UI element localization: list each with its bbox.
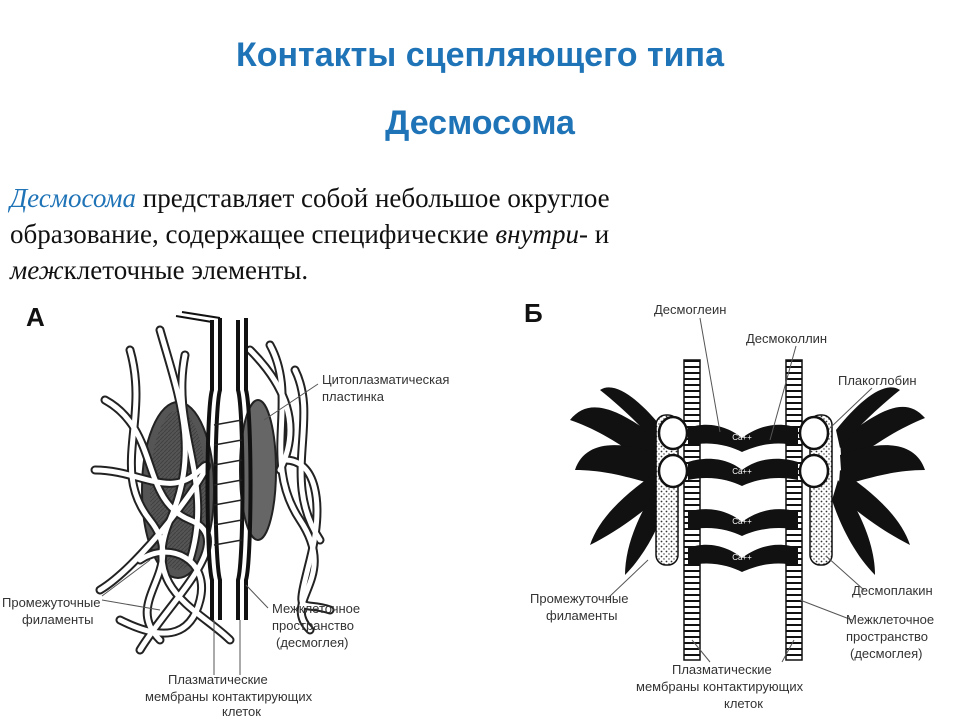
label-intercellular-space-b-3: (десмоглея): [850, 646, 922, 661]
label-intermediate-filaments-b-1: Промежуточные: [530, 591, 628, 606]
plaque-right: [239, 399, 277, 541]
label-intermediate-filaments-a-1: Промежуточные: [2, 595, 100, 610]
panel-letter-b: Б: [524, 298, 543, 328]
label-intercellular-space-a-1: Межклеточное: [272, 601, 360, 616]
label-plasma-membranes-a-3: клеток: [222, 704, 261, 719]
intermediate-filaments-a: [90, 325, 335, 655]
label-plasma-membranes-b-2: мембраны контактирующих: [636, 679, 804, 694]
desmoplakin-right: [809, 414, 833, 566]
calcium-label-4: Ca++: [732, 553, 752, 562]
label-intercellular-space-b-2: пространство: [846, 629, 928, 644]
calcium-label-3: Ca++: [732, 517, 752, 526]
inter-keyword: меж: [10, 255, 64, 285]
desmosome-keyword: Десмосома: [10, 183, 137, 213]
label-desmoplakin: Десмоплакин: [852, 583, 933, 598]
calcium-label-2: Ca++: [732, 467, 752, 476]
filament-fan-right: [832, 387, 925, 575]
label-plasma-membranes-b-1: Плазматические: [672, 662, 772, 677]
slide-title: Контакты сцепляющего типа: [235, 36, 725, 74]
slide-subtitle: Десмосома: [385, 104, 575, 142]
label-intermediate-filaments-a-2: филаменты: [22, 612, 93, 627]
cadherin-bridges: [688, 424, 798, 572]
intra-keyword: внутри: [495, 219, 579, 249]
label-plasma-membranes-a-2: мембраны контактирующих: [145, 689, 313, 704]
paragraph-line-1: Десмосома представляет собой небольшое о…: [10, 183, 610, 213]
label-desmocollin: Десмоколлин: [746, 331, 827, 346]
desmoglein-links-a: [213, 419, 243, 546]
filament-fan-left: [570, 387, 668, 575]
label-desmoglein: Десмоглеин: [654, 302, 726, 317]
paragraph-line-2: образование, содержащее специфические вн…: [10, 219, 610, 249]
calcium-label-1: Ca++: [732, 433, 752, 442]
label-cytoplasmic-plate-2: пластинка: [322, 389, 385, 404]
label-plasma-membranes-a-1: Плазматические: [168, 672, 268, 687]
label-plasma-membranes-b-3: клеток: [724, 696, 763, 711]
label-plakoglobin: Плакоглобин: [838, 373, 917, 388]
desmoplakin-left: [655, 414, 679, 566]
label-intercellular-space-a-3: (десмоглея): [276, 635, 348, 650]
diagram-b: Ca++ Ca++ Ca++ Ca++ Десмоглеин Десмоколл…: [530, 302, 934, 711]
label-cytoplasmic-plate-1: Цитоплазматическая: [322, 372, 449, 387]
description-paragraph: Десмосома представляет собой небольшое о…: [10, 180, 810, 288]
diagram-a: Цитоплазматическая пластинка Промежуточн…: [2, 311, 449, 719]
label-intercellular-space-b-1: Межклеточное: [846, 612, 934, 627]
label-intermediate-filaments-b-2: филаменты: [546, 608, 617, 623]
panel-letter-a: А: [26, 302, 45, 332]
plakoglobin-ovals: [657, 415, 830, 489]
label-intercellular-space-a-2: пространство: [272, 618, 354, 633]
paragraph-line-3: межклеточные элементы.: [10, 255, 309, 285]
